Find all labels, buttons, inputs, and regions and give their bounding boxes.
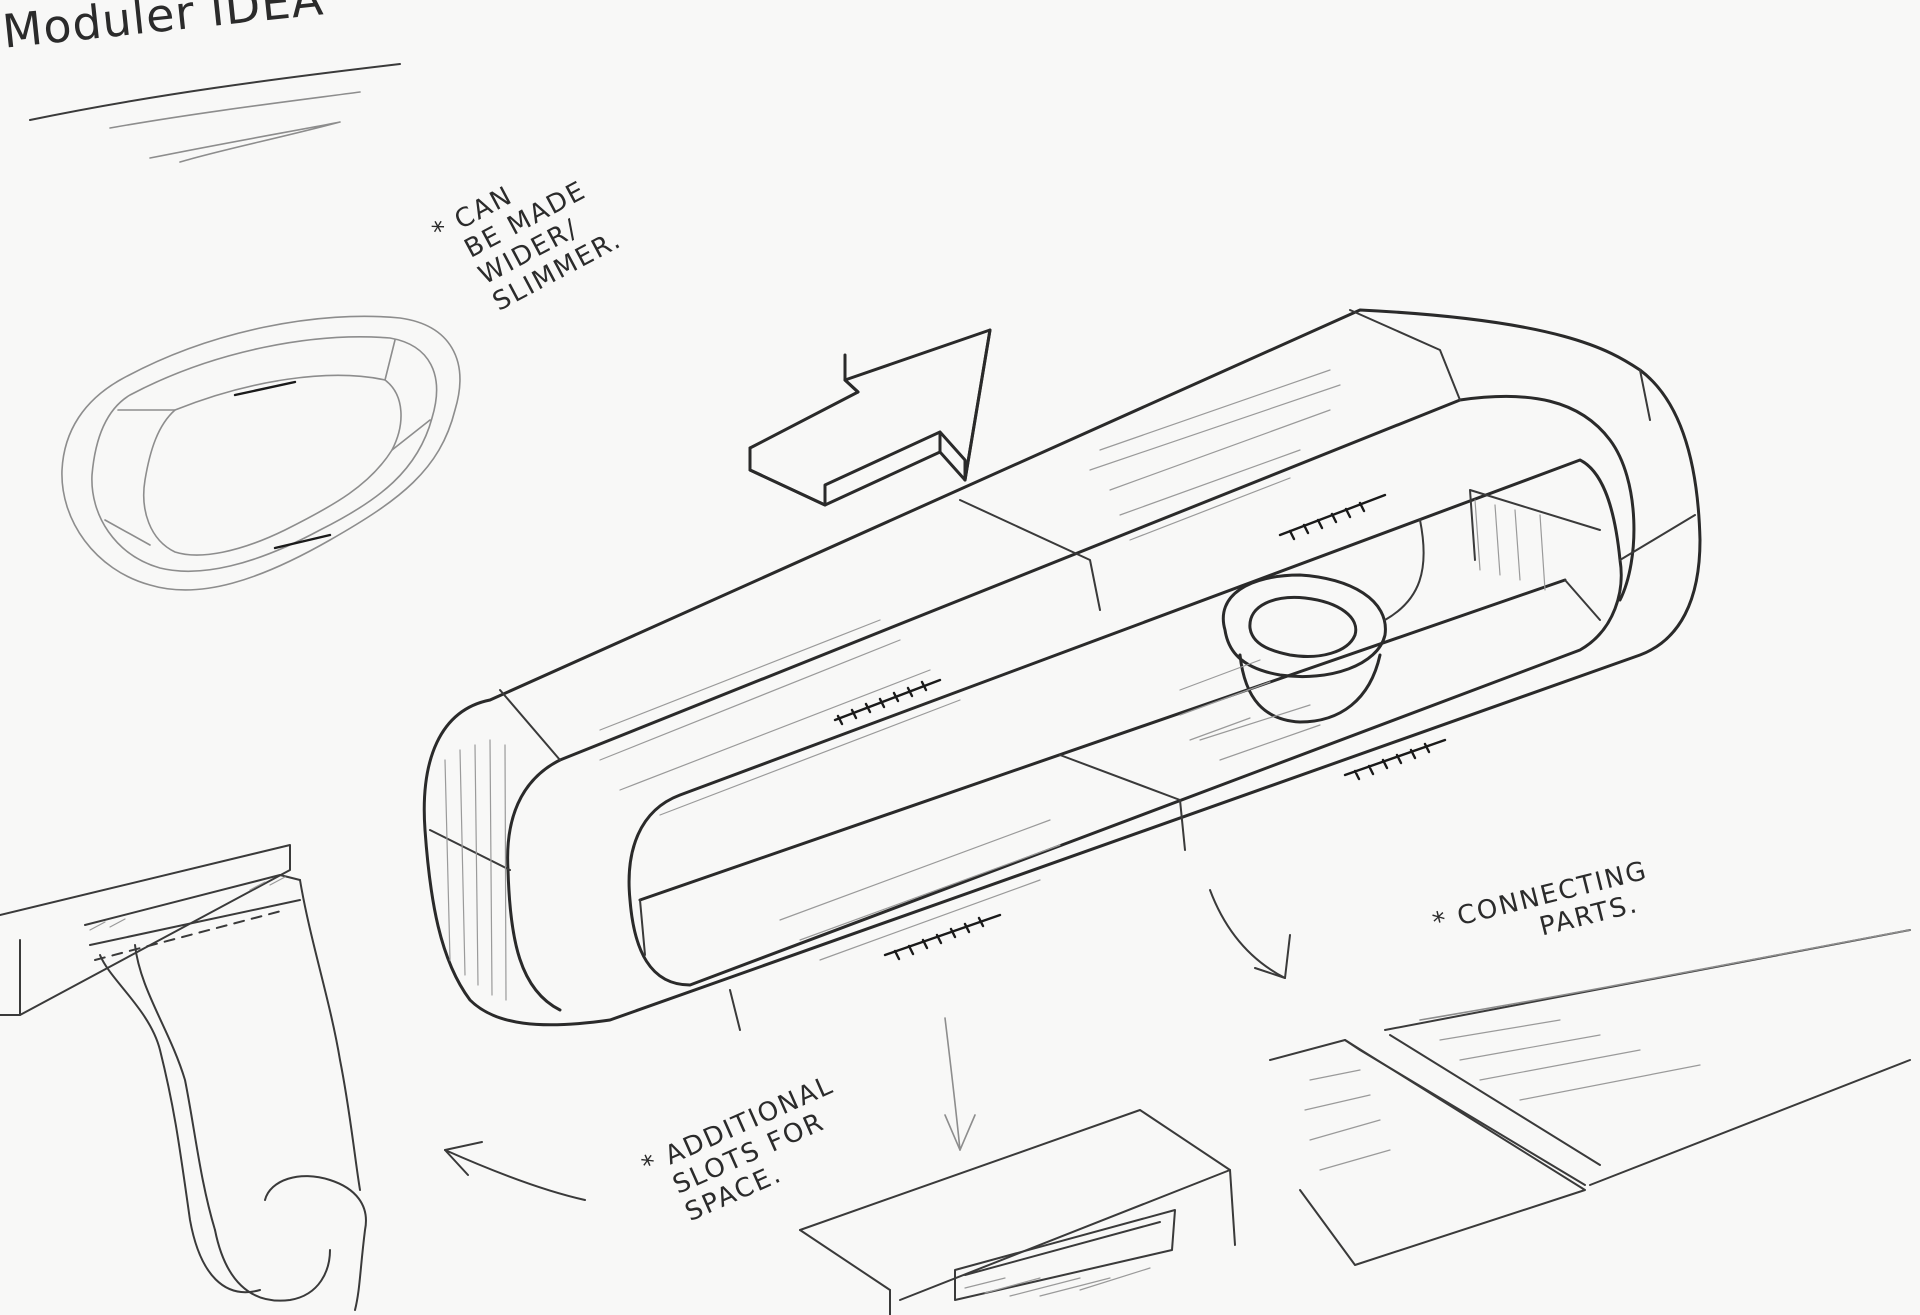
slot-box-sketch <box>799 1109 1236 1315</box>
hook-bracket-sketch <box>0 844 367 1311</box>
title-underline <box>29 63 401 163</box>
modular-shelf <box>422 308 1702 1031</box>
connect-arrow <box>1209 889 1291 979</box>
connecting-parts-sketch <box>1269 929 1911 1266</box>
slots-arrow <box>944 1017 976 1151</box>
hook-arrow <box>444 1141 586 1201</box>
direction-arrow <box>748 328 992 507</box>
small-ring-sketch <box>61 315 461 591</box>
